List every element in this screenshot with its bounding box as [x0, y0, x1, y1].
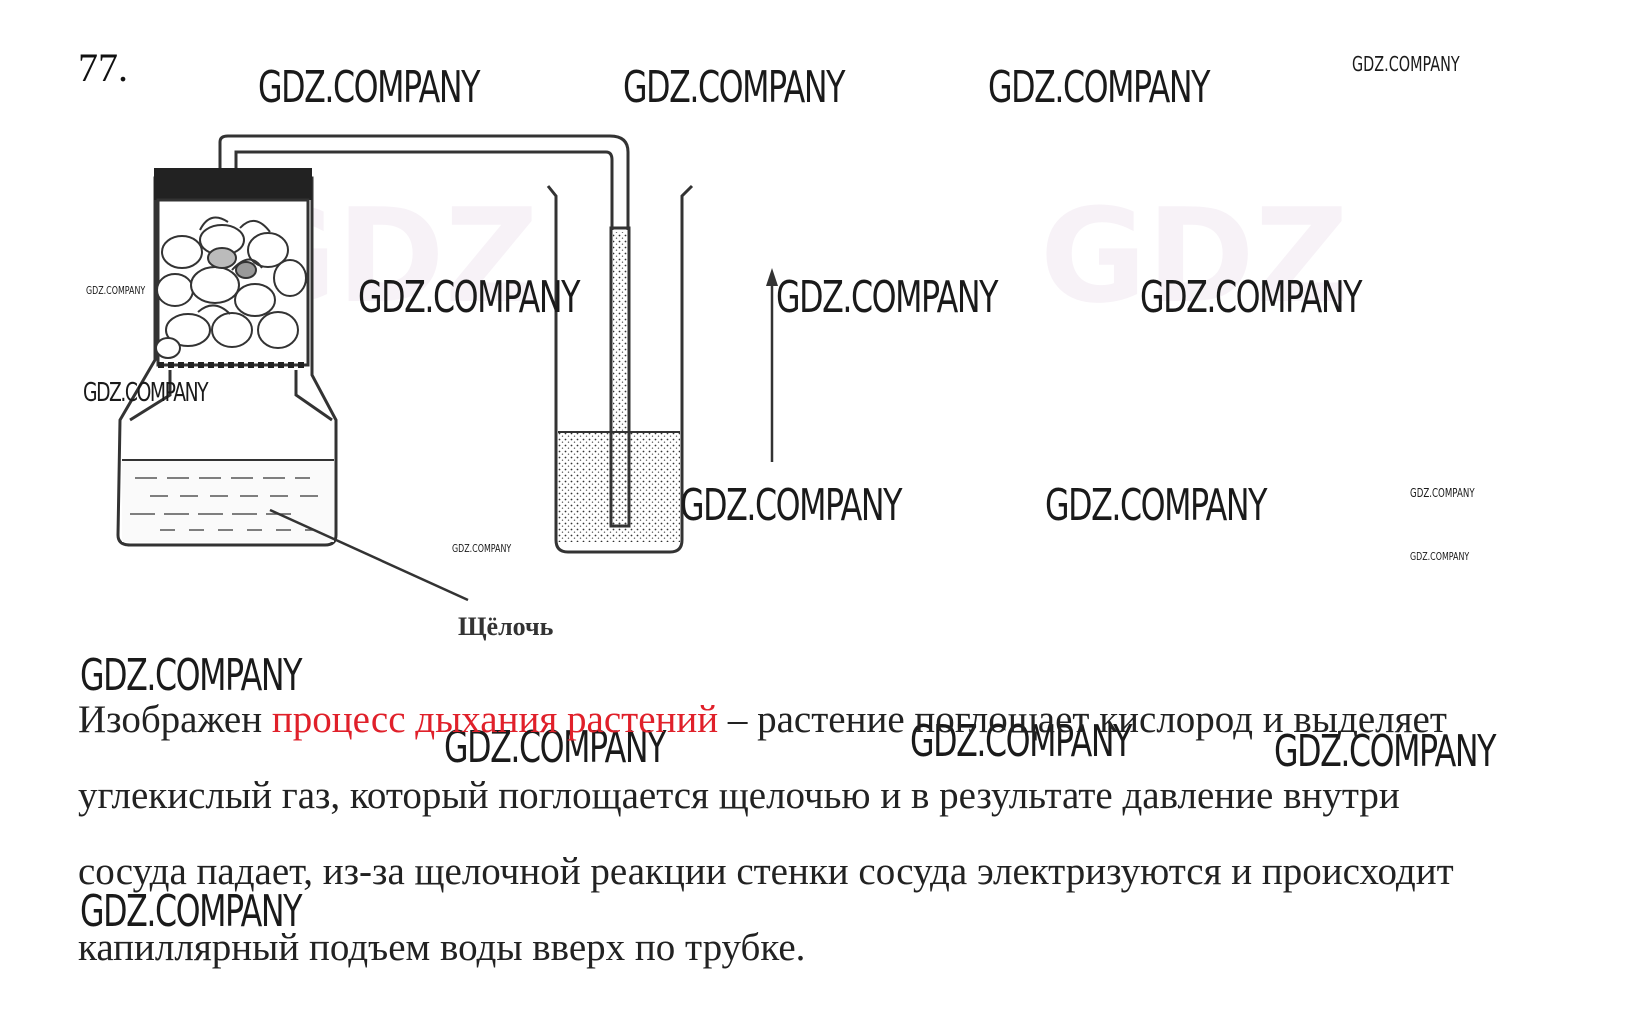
connecting-tube [218, 134, 630, 230]
jar-stopper [154, 168, 312, 200]
watermark: GDZ.COMPANY [910, 716, 1133, 767]
watermark: GDZ.COMPANY [258, 62, 481, 113]
watermark: GDZ.COMPANY [358, 272, 581, 323]
watermark: GDZ.COMPANY [988, 62, 1211, 113]
task-number: 77. [78, 45, 128, 90]
watermark: GDZ.COMPANY [776, 272, 999, 323]
watermark: GDZ.COMPANY [1410, 486, 1475, 500]
watermark: GDZ.COMPANY [80, 886, 303, 937]
germinating-seeds [155, 216, 307, 359]
watermark: GDZ.COMPANY [86, 284, 146, 297]
watermark: GDZ.COMPANY [680, 480, 903, 531]
beaker [546, 184, 694, 554]
capillary-water-column [613, 232, 627, 524]
watermark: GDZ.COMPANY [1410, 550, 1470, 563]
watermark: GDZ.COMPANY [623, 62, 846, 113]
capillary-tube [609, 226, 631, 528]
watermark: GDZ.COMPANY [1140, 272, 1363, 323]
watermark: GDZ.COMPANY [1045, 480, 1268, 531]
answer-text-rest: – растение поглощает кислород и выделяет… [78, 698, 1454, 969]
watermark: GDZ.COMPANY [444, 722, 667, 773]
watermark: GDZ.COMPANY [452, 542, 512, 555]
alkali-liquid [122, 460, 334, 542]
water-rise-arrow [766, 268, 778, 462]
answer-highlight: процесс дыхания растений [271, 698, 719, 741]
answer-text-start: Изображен [78, 698, 272, 741]
watermark: GDZ.COMPANY [80, 650, 303, 701]
answer-text: Изображен процесс дыхания растений – рас… [78, 682, 1478, 986]
watermark: GDZ.COMPANY [1352, 52, 1460, 76]
alkali-label: Щёлочь [458, 612, 554, 641]
watermark: GDZ.COMPANY [1274, 726, 1497, 777]
background-logo: GDZ [1040, 180, 1349, 332]
watermark: GDZ.COMPANY [83, 378, 209, 408]
